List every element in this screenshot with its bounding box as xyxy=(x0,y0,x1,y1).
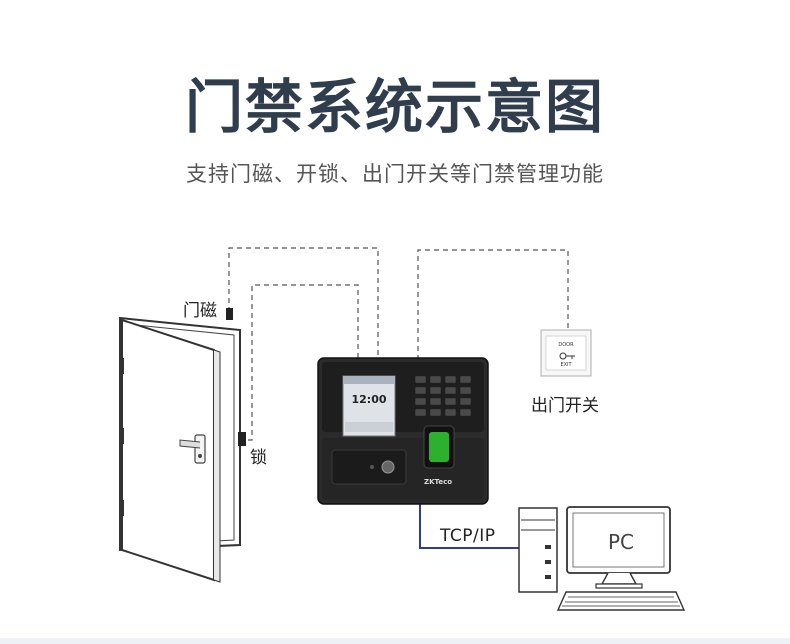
lock-wire xyxy=(248,284,359,441)
door-magnet-sensor xyxy=(226,308,233,320)
terminal-device xyxy=(317,357,489,505)
page-subtitle: 支持门磁、开锁、出门开关等门禁管理功能 xyxy=(186,162,604,186)
fingerprint-sensor xyxy=(429,432,449,462)
page-title: 门禁系统示意图 xyxy=(184,73,605,141)
lock-label: 锁 xyxy=(250,448,267,468)
exit-switch-wire xyxy=(417,249,569,360)
magnet-wire xyxy=(228,247,379,360)
exit-button-icon xyxy=(540,329,592,377)
door-magnet-label: 门磁 xyxy=(183,301,217,321)
dashed-wires xyxy=(228,247,569,441)
lock-unit xyxy=(238,432,246,446)
pc-label: PC xyxy=(608,530,635,554)
bottom-strip xyxy=(0,638,790,644)
tcp-ip-line xyxy=(419,504,524,549)
exit-button-bottom-text: EXIT xyxy=(560,362,572,368)
pc-icon xyxy=(518,506,686,611)
exit-switch-label: 出门开关 xyxy=(531,396,599,416)
door-icon xyxy=(119,308,246,583)
device-brand-label: ZKTeco xyxy=(424,478,452,486)
exit-button-top-text: DOOR xyxy=(558,342,574,348)
device-screen-time: 12:00 xyxy=(351,393,386,406)
tcp-ip-label: TCP/IP xyxy=(440,526,496,546)
